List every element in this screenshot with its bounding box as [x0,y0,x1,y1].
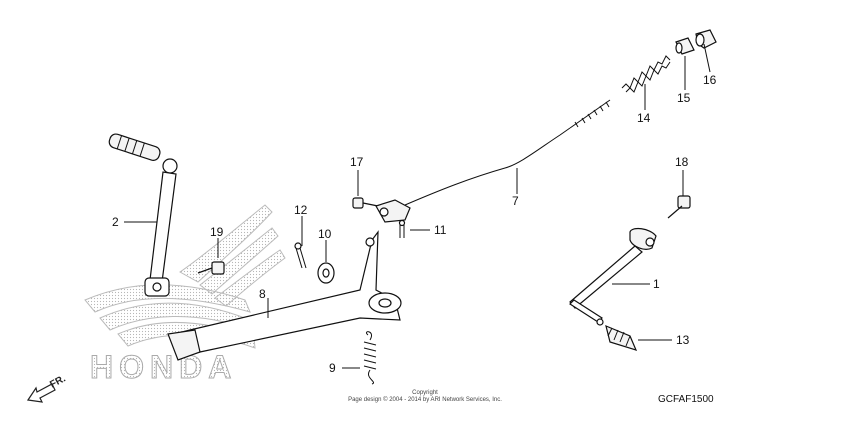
part-19-bolt [197,261,225,275]
part-17-bolt [352,197,379,209]
part-18-bolt [667,195,691,219]
part-14-spring [621,55,671,93]
front-direction-label: FR. [48,373,68,390]
part-2-lever-arm [108,133,178,297]
part-7-brake-rod [375,99,611,223]
callout-10[interactable]: 10 [318,227,332,241]
copyright-line-1: Copyright [412,390,438,396]
callouts: 1 2 7 8 9 10 11 12 13 14 15 16 17 18 19 [112,73,717,375]
part-1-shift-pedal [569,227,657,326]
front-arrow-icon [26,383,56,403]
part-15-collar [675,37,695,55]
part-8-brake-pedal [167,230,402,361]
diagram-code: GCFAF1500 [658,394,714,405]
callout-11[interactable]: 11 [434,223,447,237]
callout-14[interactable]: 14 [637,111,651,125]
callout-18[interactable]: 18 [675,155,689,169]
callout-8[interactable]: 8 [259,287,266,301]
callout-16[interactable]: 16 [703,73,717,87]
part-13-rubber [605,324,638,351]
callout-1[interactable]: 1 [653,277,660,291]
copyright-line-2: Page design © 2004 - 2014 by ARI Network… [348,396,502,403]
watermark-brand: HONDA [90,349,237,385]
leader-lines [124,43,711,369]
callout-15[interactable]: 15 [677,91,691,105]
callout-19[interactable]: 19 [210,225,224,239]
callout-13[interactable]: 13 [676,333,690,347]
front-direction-indicator: FR. [26,373,68,403]
callout-9[interactable]: 9 [329,361,336,375]
part-10-washer [317,262,335,284]
callout-12[interactable]: 12 [294,203,308,217]
callout-7[interactable]: 7 [512,194,519,208]
callout-17[interactable]: 17 [350,155,364,169]
part-11-cotter-pin [398,219,406,238]
callout-2[interactable]: 2 [112,215,119,229]
honda-wing-logo: HONDA [84,204,286,386]
part-16-nut [695,29,717,49]
part-9-spring [363,331,377,385]
part-12-cotter-pin [294,242,307,269]
